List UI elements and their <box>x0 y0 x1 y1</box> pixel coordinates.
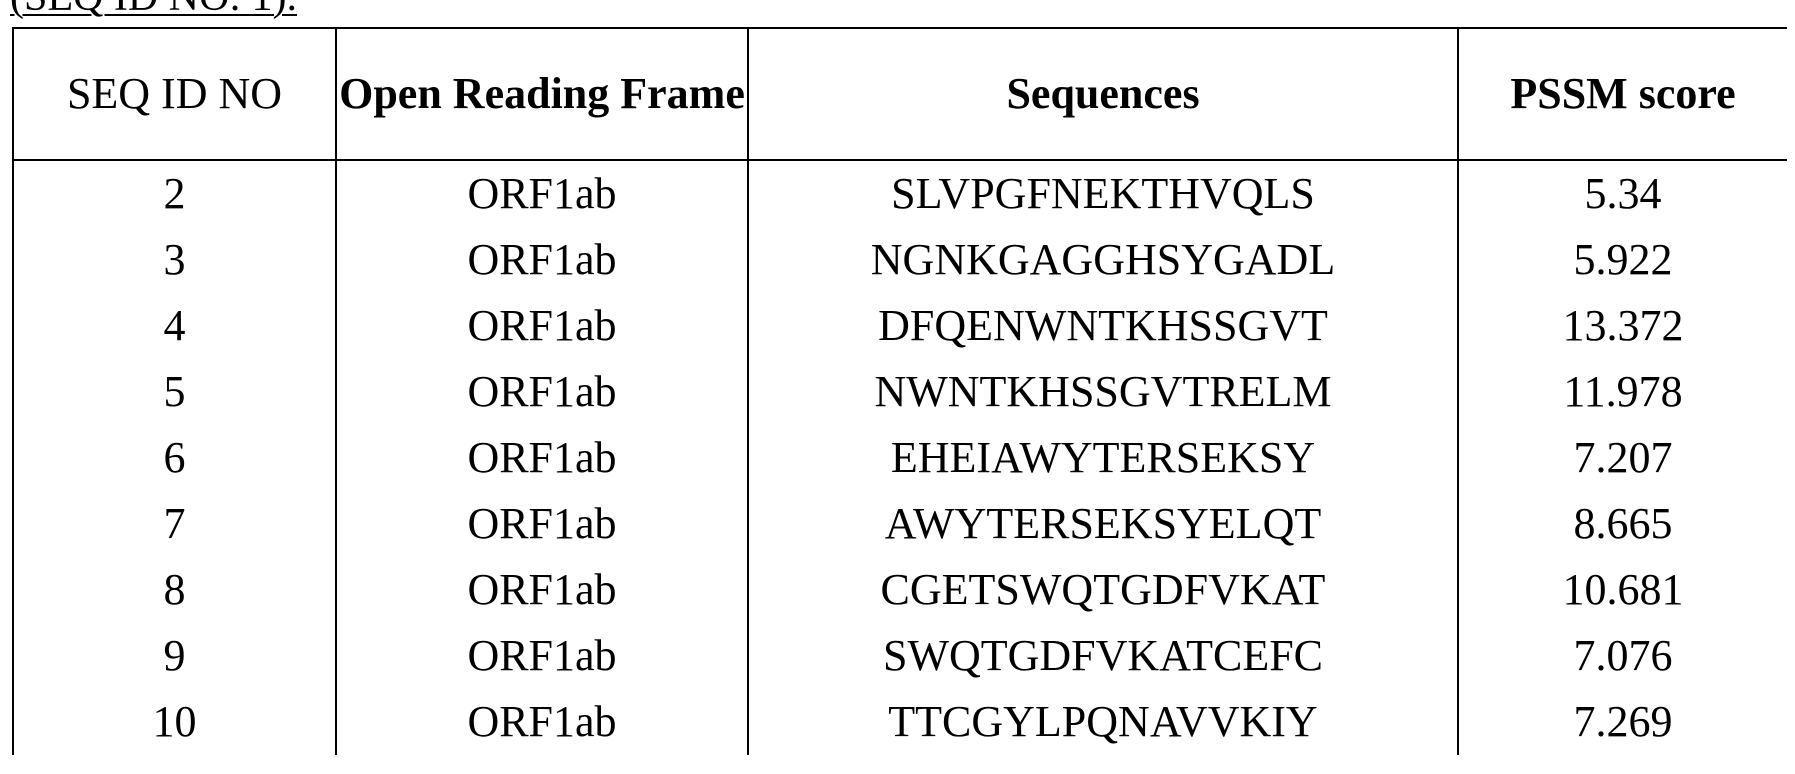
cell-seq-id: 3 <box>13 227 336 293</box>
cell-orf: ORF1ab <box>336 689 748 755</box>
cell-sequence: DFQENWNTKHSSGVT <box>748 293 1458 359</box>
cell-sequence: CGETSWQTGDFVKAT <box>748 557 1458 623</box>
header-sequences: Sequences <box>748 28 1458 160</box>
cell-sequence: NWNTKHSSGVTRELM <box>748 359 1458 425</box>
cell-orf: ORF1ab <box>336 425 748 491</box>
cell-orf: ORF1ab <box>336 557 748 623</box>
cell-sequence: EHEIAWYTERSEKSY <box>748 425 1458 491</box>
table-row: 9 ORF1ab SWQTGDFVKATCEFC 7.076 <box>13 623 1787 689</box>
table-row: 10 ORF1ab TTCGYLPQNAVVKIY 7.269 <box>13 689 1787 755</box>
header-pssm-score: PSSM score <box>1458 28 1787 160</box>
cell-pssm-score: 5.922 <box>1458 227 1787 293</box>
cell-sequence: SLVPGFNEKTHVQLS <box>748 160 1458 227</box>
cell-sequence: TTCGYLPQNAVVKIY <box>748 689 1458 755</box>
cell-pssm-score: 5.34 <box>1458 160 1787 227</box>
cell-orf: ORF1ab <box>336 160 748 227</box>
sequence-table-container: SEQ ID NO Open Reading Frame Sequences P… <box>12 27 1787 760</box>
cell-sequence: SWQTGDFVKATCEFC <box>748 623 1458 689</box>
header-open-reading-frame: Open Reading Frame <box>336 28 748 160</box>
header-seq-id: SEQ ID NO <box>13 28 336 160</box>
cell-seq-id: 7 <box>13 491 336 557</box>
cell-pssm-score: 10.681 <box>1458 557 1787 623</box>
cell-seq-id: 9 <box>13 623 336 689</box>
cell-seq-id: 8 <box>13 557 336 623</box>
caption-text: (SEQ ID NO: 1). <box>10 0 297 18</box>
cell-sequence: AWYTERSEKSYELQT <box>748 491 1458 557</box>
cell-pssm-score: 11.978 <box>1458 359 1787 425</box>
table-row: 4 ORF1ab DFQENWNTKHSSGVT 13.372 <box>13 293 1787 359</box>
table-row: 6 ORF1ab EHEIAWYTERSEKSY 7.207 <box>13 425 1787 491</box>
table-row: 7 ORF1ab AWYTERSEKSYELQT 8.665 <box>13 491 1787 557</box>
cell-orf: ORF1ab <box>336 623 748 689</box>
table-row: 8 ORF1ab CGETSWQTGDFVKAT 10.681 <box>13 557 1787 623</box>
table-body: 2 ORF1ab SLVPGFNEKTHVQLS 5.34 3 ORF1ab N… <box>13 160 1787 755</box>
cell-orf: ORF1ab <box>336 293 748 359</box>
cell-seq-id: 4 <box>13 293 336 359</box>
cell-seq-id: 10 <box>13 689 336 755</box>
cell-orf: ORF1ab <box>336 491 748 557</box>
cell-orf: ORF1ab <box>336 359 748 425</box>
table-header-row: SEQ ID NO Open Reading Frame Sequences P… <box>13 28 1787 160</box>
cell-pssm-score: 8.665 <box>1458 491 1787 557</box>
cell-pssm-score: 7.076 <box>1458 623 1787 689</box>
table-row: 2 ORF1ab SLVPGFNEKTHVQLS 5.34 <box>13 160 1787 227</box>
sequence-table: SEQ ID NO Open Reading Frame Sequences P… <box>12 27 1787 755</box>
cell-pssm-score: 7.207 <box>1458 425 1787 491</box>
cell-pssm-score: 13.372 <box>1458 293 1787 359</box>
cell-orf: ORF1ab <box>336 227 748 293</box>
cell-seq-id: 6 <box>13 425 336 491</box>
table-row: 3 ORF1ab NGNKGAGGHSYGADL 5.922 <box>13 227 1787 293</box>
cell-seq-id: 5 <box>13 359 336 425</box>
cell-pssm-score: 7.269 <box>1458 689 1787 755</box>
table-row: 5 ORF1ab NWNTKHSSGVTRELM 11.978 <box>13 359 1787 425</box>
cell-sequence: NGNKGAGGHSYGADL <box>748 227 1458 293</box>
cell-seq-id: 2 <box>13 160 336 227</box>
